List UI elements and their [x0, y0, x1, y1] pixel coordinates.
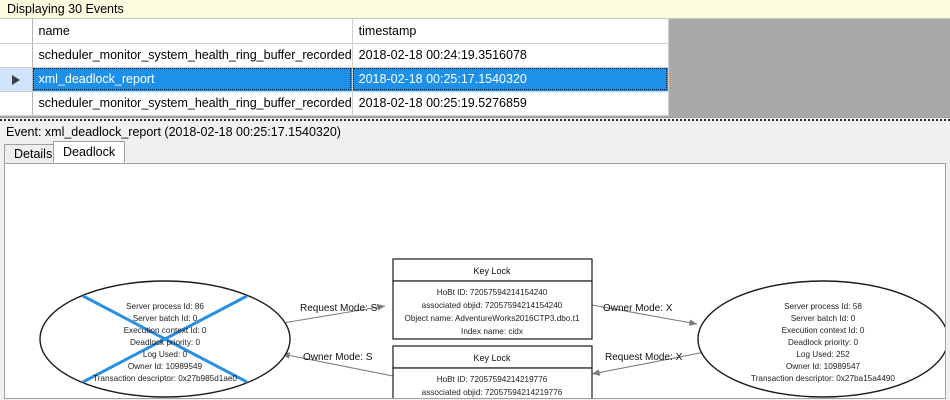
resource-body-box[interactable] — [392, 367, 593, 398]
current-row-arrow-icon — [11, 74, 20, 85]
edge-owner-mode-s: Owner Mode: S — [281, 352, 394, 377]
process-line: Owner Id: 10989547 — [786, 362, 861, 371]
process-line: Transaction descriptor: 0x27b985d1ae0 — [93, 374, 237, 383]
deadlock-graph-svg: Request Mode: S Owner Mode: X Owner Mode… — [39, 258, 945, 398]
events-status-text: Displaying 30 Events — [7, 2, 124, 16]
process-line: Deadlock priority: 0 — [130, 338, 201, 347]
tab-details[interactable]: Details — [4, 144, 63, 163]
resource-line: Index name: cidx — [461, 327, 523, 336]
row-selector[interactable] — [0, 43, 33, 68]
process-ellipse[interactable] — [697, 280, 945, 398]
process-line: Deadlock priority: 0 — [788, 338, 859, 347]
process-line: Server batch Id: 0 — [133, 314, 198, 323]
process-line: Transaction descriptor: 0x27ba15a4490 — [751, 374, 895, 383]
process-line: Owner Id: 10989549 — [128, 362, 203, 371]
cell-name[interactable]: scheduler_monitor_system_health_ring_buf… — [32, 91, 353, 116]
events-status-bar: Displaying 30 Events — [0, 0, 950, 19]
edge-owner-mode-x: Owner Mode: X — [591, 303, 698, 326]
events-table[interactable]: name timestamp scheduler_monitor_system_… — [0, 19, 669, 116]
process-line: Server process Id: 86 — [126, 302, 204, 311]
process-node-survivor[interactable]: Server process Id: 58 Server batch Id: 0… — [697, 280, 945, 398]
process-line: Server process Id: 58 — [784, 302, 862, 311]
edge-line — [276, 304, 386, 325]
row-selector[interactable] — [0, 67, 33, 92]
column-header-timestamp[interactable]: timestamp — [352, 19, 669, 44]
process-line: Log Used: 252 — [796, 350, 850, 359]
edge-label: Request Mode: S — [300, 303, 378, 314]
resource-title: Key Lock — [473, 353, 511, 363]
process-line: Execution context Id: 0 — [124, 326, 207, 335]
table-row[interactable]: scheduler_monitor_system_health_ring_buf… — [0, 91, 669, 116]
cell-name[interactable]: scheduler_monitor_system_health_ring_buf… — [32, 43, 353, 68]
horizontal-splitter[interactable] — [0, 118, 950, 123]
process-node-victim[interactable]: Server process Id: 86 Server batch Id: 0… — [39, 280, 291, 398]
edge-label: Request Mode: X — [605, 352, 683, 363]
resource-line: HoBt ID: 72057594214219776 — [437, 375, 548, 384]
event-caption: Event: xml_deadlock_report (2018-02-18 0… — [6, 125, 341, 139]
edge-line — [591, 351, 706, 376]
table-row[interactable]: scheduler_monitor_system_health_ring_buf… — [0, 43, 669, 68]
cell-timestamp[interactable]: 2018-02-18 00:25:17.1540320 — [352, 67, 669, 92]
process-line: Server batch Id: 0 — [791, 314, 856, 323]
resource-title: Key Lock — [473, 266, 511, 276]
resource-line: associated objid: 72057594214219776 — [422, 388, 563, 397]
resource-body-box[interactable] — [392, 280, 593, 340]
process-line: Log Used: 0 — [143, 350, 188, 359]
events-grid-pane: Displaying 30 Events name timestamp sche… — [0, 0, 950, 118]
column-header-rowselector — [0, 19, 33, 44]
cell-timestamp[interactable]: 2018-02-18 00:24:19.3516078 — [352, 43, 669, 68]
edge-request-mode-s: Request Mode: S — [276, 303, 386, 325]
resource-node-keylock-cidx[interactable]: Key Lock HoBt ID: 72057594214154240 asso… — [392, 258, 593, 340]
resource-line: HoBt ID: 72057594214154240 — [437, 288, 548, 297]
cell-timestamp[interactable]: 2018-02-18 00:25:19.5276859 — [352, 91, 669, 116]
cell-name[interactable]: xml_deadlock_report — [32, 67, 353, 92]
row-selector[interactable] — [0, 91, 33, 116]
edge-label: Owner Mode: X — [603, 303, 673, 314]
edge-label: Owner Mode: S — [303, 352, 373, 363]
deadlock-graph-surface[interactable]: Request Mode: S Owner Mode: X Owner Mode… — [4, 164, 946, 399]
column-header-name[interactable]: name — [32, 19, 353, 44]
process-line: Execution context Id: 0 — [782, 326, 865, 335]
edge-line — [591, 304, 698, 326]
edge-request-mode-x: Request Mode: X — [591, 351, 706, 376]
table-row-selected[interactable]: xml_deadlock_report 2018-02-18 00:25:17.… — [0, 67, 669, 92]
table-header-row: name timestamp — [0, 19, 669, 44]
victim-cross-icon — [82, 294, 248, 384]
event-detail-pane: Event: xml_deadlock_report (2018-02-18 0… — [0, 123, 950, 400]
edge-line — [281, 352, 394, 377]
tab-deadlock[interactable]: Deadlock — [53, 141, 126, 163]
tabstrip: Details Deadlock — [4, 141, 946, 164]
resource-line: Object name: AdventureWorks2016CTP3.dbo.… — [404, 314, 580, 323]
resource-line: associated objid: 72057594214154240 — [422, 301, 563, 310]
resource-node-keylock-idx1[interactable]: Key Lock HoBt ID: 72057594214219776 asso… — [392, 345, 593, 398]
